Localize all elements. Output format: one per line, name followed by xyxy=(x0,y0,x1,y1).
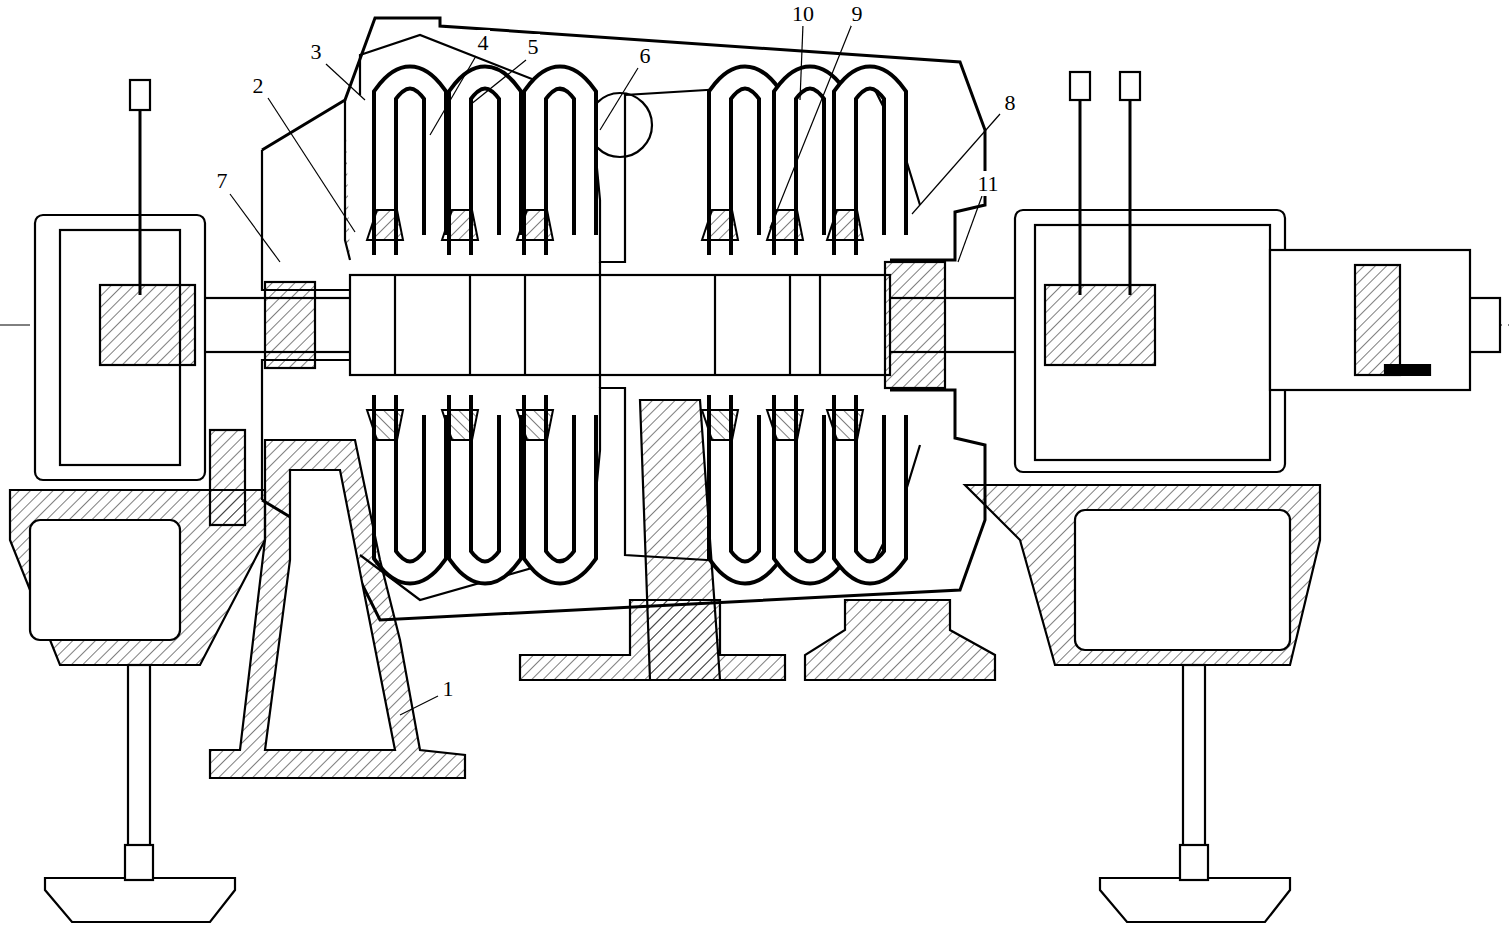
callout-number: 4 xyxy=(477,30,490,55)
callout-number: 6 xyxy=(639,43,652,68)
callout-number: 7 xyxy=(216,168,229,193)
callout-number: 11 xyxy=(976,171,999,196)
label-slot: 4 xyxy=(477,32,490,54)
label-slot: 3 xyxy=(310,41,323,63)
callout-number: 3 xyxy=(310,39,323,64)
callout-number: 5 xyxy=(527,34,540,59)
label-slot: 2 xyxy=(252,75,265,97)
label-slot: 10 xyxy=(791,3,815,25)
label-slot: 11 xyxy=(976,173,999,195)
label-slot: 6 xyxy=(639,45,652,67)
label-slot: 5 xyxy=(527,36,540,58)
callout-number: 9 xyxy=(851,1,864,26)
callout-number: 8 xyxy=(1004,90,1017,115)
callout-number: 2 xyxy=(252,73,265,98)
callout-number: 1 xyxy=(442,676,455,701)
label-slot: 1 xyxy=(442,678,455,700)
label-slot: 7 xyxy=(216,170,229,192)
leader-lines xyxy=(230,24,1000,715)
label-slot: 9 xyxy=(851,3,864,25)
label-slot: 8 xyxy=(1004,92,1017,114)
callout-number: 10 xyxy=(791,1,815,26)
